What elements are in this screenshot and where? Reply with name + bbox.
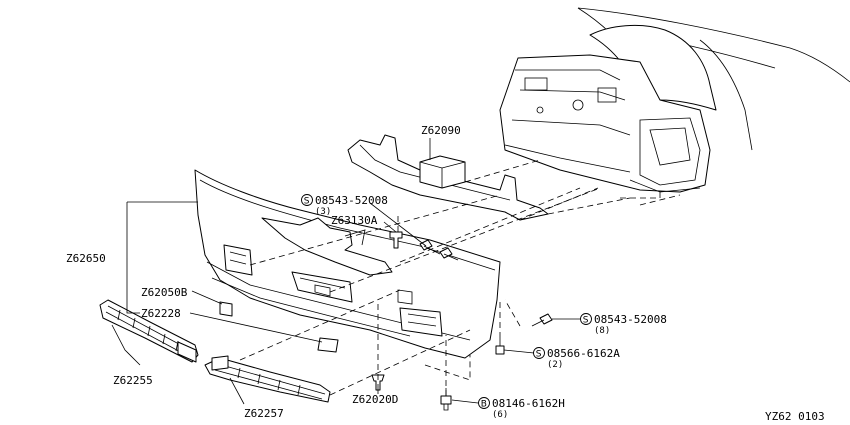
svg-text:(3): (3) <box>315 207 331 217</box>
bolt-bottom-icon <box>440 388 452 411</box>
svg-text:S: S <box>536 349 542 359</box>
clip-z62020d <box>371 374 385 391</box>
svg-text:S: S <box>304 196 310 206</box>
svg-text:08146-6162H: 08146-6162H <box>492 397 565 410</box>
bolt-upper-icon <box>419 239 459 261</box>
diagram-id: YZ62 0103 <box>765 410 825 423</box>
svg-text:(2): (2) <box>547 360 563 370</box>
svg-text:(8): (8) <box>594 326 610 336</box>
lower-grille-2 <box>204 355 331 403</box>
screw-icon <box>495 338 505 355</box>
assembly-lines <box>239 159 681 396</box>
lower-grille <box>99 299 199 363</box>
label-screw: S 08566-6162A (2) <box>533 347 620 370</box>
svg-text:08566-6162A: 08566-6162A <box>547 347 620 360</box>
label-z62020d: Z62020D <box>352 393 398 406</box>
svg-text:Z62257: Z62257 <box>244 407 284 420</box>
label-z62050b: Z62050B <box>141 286 188 299</box>
svg-text:Z63130A: Z63130A <box>331 214 378 227</box>
clip-z63130a <box>389 231 403 249</box>
svg-text:Z62090: Z62090 <box>421 124 461 137</box>
svg-text:08543-52008: 08543-52008 <box>594 313 667 326</box>
label-z62650: Z62650 <box>66 252 106 265</box>
svg-text:YZ62 0103: YZ62 0103 <box>765 410 825 423</box>
label-bolt-upper: S 08543-52008 (3) <box>301 194 388 217</box>
label-z62090: Z62090 <box>421 124 461 137</box>
label-bolt-right: S 08543-52008 (8) <box>580 313 667 336</box>
vehicle-body-front <box>499 7 850 193</box>
svg-text:(6): (6) <box>492 410 508 420</box>
label-z62255: Z62255 <box>113 374 153 387</box>
label-z63130a: Z63130A <box>331 214 378 227</box>
svg-text:B: B <box>481 399 487 409</box>
label-bolt-bottom: B 08146-6162H (6) <box>478 397 565 420</box>
bolt-right-icon <box>531 313 553 327</box>
bumper-fascia <box>194 169 501 359</box>
svg-text:Z62228: Z62228 <box>141 307 181 320</box>
label-z62228: Z62228 <box>141 307 181 320</box>
label-z62257: Z62257 <box>244 407 284 420</box>
svg-text:Z62255: Z62255 <box>113 374 153 387</box>
svg-text:Z62650: Z62650 <box>66 252 106 265</box>
svg-text:Z62020D: Z62020D <box>352 393 398 406</box>
svg-text:08543-52008: 08543-52008 <box>315 194 388 207</box>
leader-lines <box>111 138 580 405</box>
svg-text:Z62050B: Z62050B <box>141 286 188 299</box>
svg-text:S: S <box>583 315 589 325</box>
